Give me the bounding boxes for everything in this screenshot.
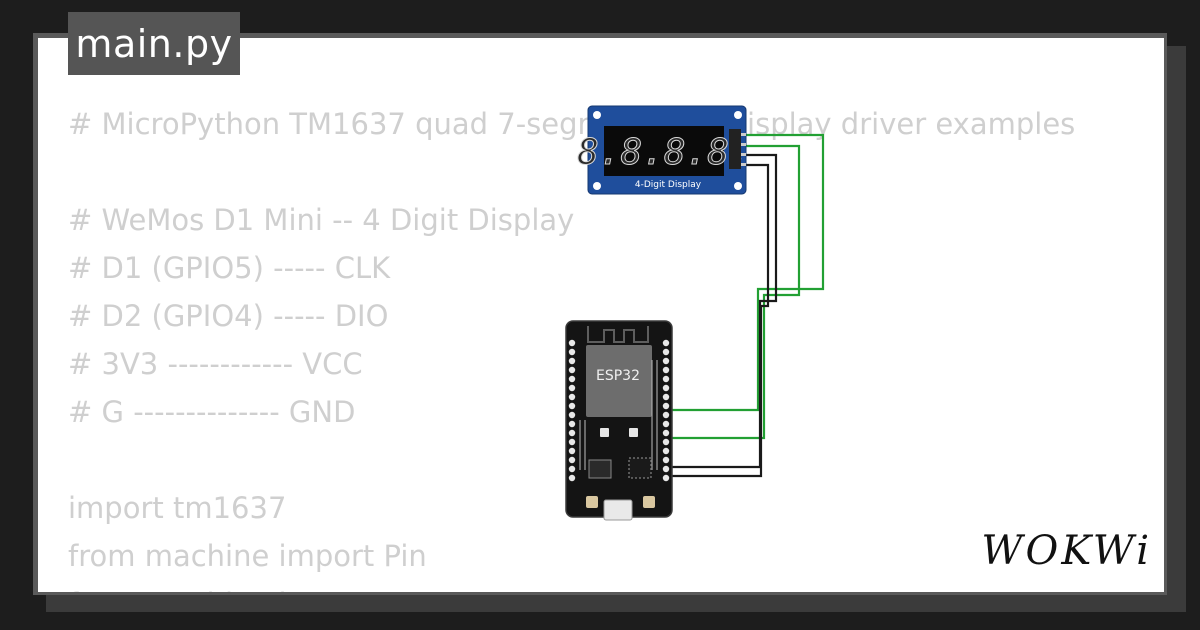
code-line: from machine import Pin (68, 539, 427, 573)
mount-hole (734, 182, 742, 190)
code-line: # D2 (GPIO4) ----- DIO (68, 299, 389, 333)
wires (669, 133, 825, 478)
gnd-wire[interactable] (669, 163, 770, 478)
esp32-label: ESP32 (596, 368, 640, 384)
code-line: import tm1637 (68, 491, 287, 525)
code-line: # WeMos D1 Mini -- 4 Digit Display (68, 203, 575, 237)
silkscreen-marks (579, 360, 658, 470)
tm1637-display[interactable]: 8.8.8.8. 4-Digit Display (577, 105, 751, 195)
en-button[interactable] (586, 496, 598, 508)
code-listing: # MicroPython TM1637 quad 7-segment LED … (68, 100, 1075, 592)
capacitor (600, 428, 609, 437)
led-window (604, 126, 724, 176)
header-pin[interactable] (741, 153, 746, 156)
usb-port (603, 499, 633, 521)
code-line: # G -------------- GND (68, 395, 356, 429)
mount-hole (593, 111, 601, 119)
dio-wire[interactable] (669, 144, 801, 440)
code-line: # D1 (GPIO5) ----- CLK (68, 251, 391, 285)
header-pin[interactable] (741, 163, 746, 166)
capacitor (629, 428, 638, 437)
preview-canvas: # MicroPython TM1637 quad 7-segment LED … (38, 38, 1164, 592)
mount-hole (593, 182, 601, 190)
esp32-board[interactable]: ESP32 (565, 320, 673, 521)
usb-uart-chip (628, 457, 652, 479)
clk-wire[interactable] (669, 133, 825, 412)
file-tab-main-py[interactable]: main.py (68, 12, 240, 75)
wokwi-logo[interactable]: WOKWi (981, 528, 1152, 574)
code-line: # 3V3 ------------ VCC (68, 347, 363, 381)
right-pin-row (662, 339, 670, 482)
header-pin[interactable] (741, 133, 746, 136)
led-digits: 8.8.8.8. (577, 132, 750, 173)
left-pin-row (568, 339, 576, 482)
mount-hole (734, 111, 742, 119)
esp32-module (586, 345, 652, 417)
display-board-label: 4-Digit Display (635, 180, 702, 190)
code-line: from machine import RTC (68, 580, 1075, 592)
antenna-trace (587, 326, 649, 343)
regulator-chip (588, 459, 612, 479)
pin-header (729, 129, 741, 169)
header-pin[interactable] (741, 143, 746, 146)
boot-button[interactable] (643, 496, 655, 508)
